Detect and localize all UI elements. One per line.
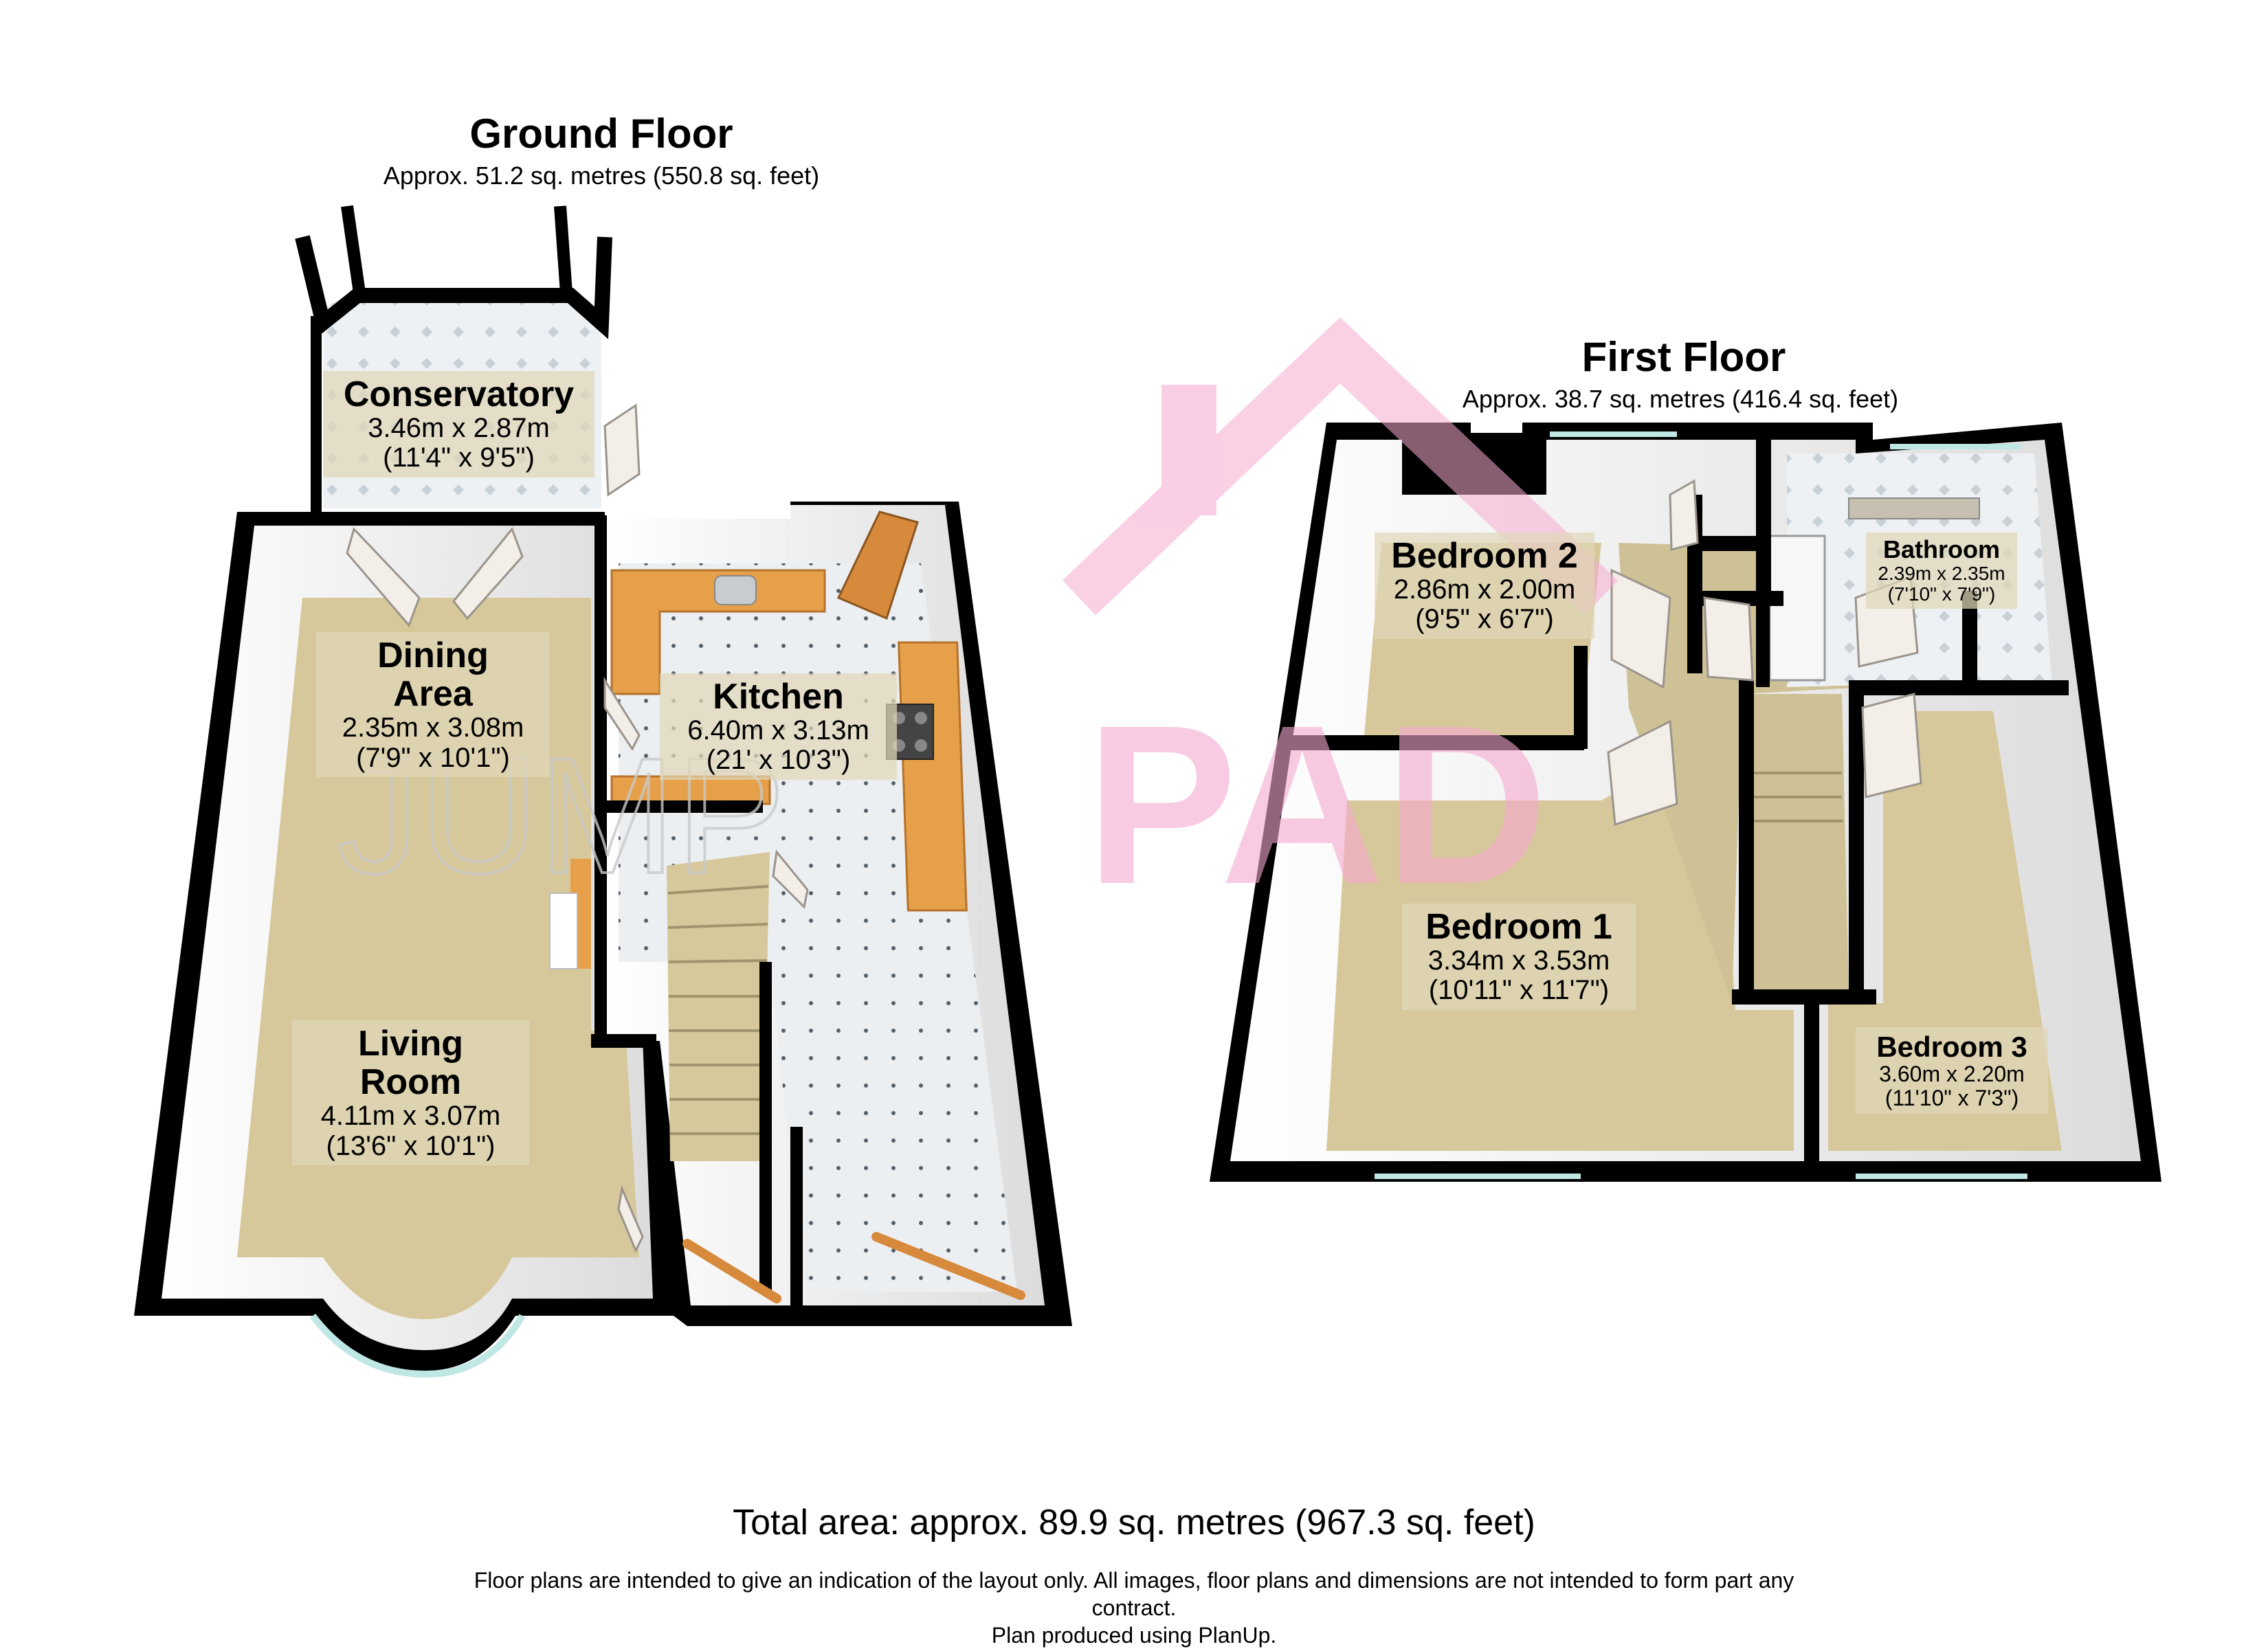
room-metric: 2.39m x 2.35m [1878,562,2005,584]
ground-floor-title: Ground Floor [469,111,733,157]
kitchen-door [603,676,641,751]
disclaimer-line: contract. [1091,1595,1177,1620]
room-label-bedroom3: Bedroom 3 3.60m x 2.20m (11'10" x 7'3") [1856,1027,2048,1114]
cupboard-door [1669,479,1699,551]
first-floor-area: Approx. 38.7 sq. metres (416.4 sq. feet) [1462,385,1899,413]
room-imperial: (11'10" x 7'3") [1885,1085,2019,1110]
room-label-bathroom: Bathroom 2.39m x 2.35m (7'10" x 7'9") [1866,532,2017,609]
room-metric: 6.40m x 3.13m [687,715,869,746]
first-floor-title: First Floor [1581,334,1786,380]
room-imperial: (7'9" x 10'1") [356,742,510,773]
room-name-line2: Area [393,674,473,715]
front-door-left [617,1185,644,1253]
room-name: Bedroom 1 [1425,907,1612,947]
room-imperial: (7'10" x 7'9") [1887,583,1996,605]
room-label-bedroom1: Bedroom 1 3.34m x 3.53m (10'11" x 11'7") [1402,904,1636,1010]
room-metric: 4.11m x 3.07m [320,1101,501,1132]
room-imperial: (11'4" x 9'5") [383,442,535,473]
bedroom3-door [1861,693,1922,798]
disclaimer: Floor plans are intended to give an indi… [412,1567,1856,1649]
room-label-bedroom2: Bedroom 2 2.86m x 2.00m (9'5" x 6'7") [1375,532,1594,639]
room-name: Dining [377,636,489,675]
ground-staircase [667,852,770,1161]
room-label-dining: Dining Area 2.35m x 3.08m (7'9" x 10'1") [316,632,550,777]
dining-door-left [346,527,421,627]
kitchen-back-door [836,511,919,620]
bath [1768,535,1826,682]
first-staircase [1746,694,1849,989]
room-imperial: (10'11" x 11'7") [1428,975,1610,1006]
total-area: Total area: approx. 89.9 sq. metres (967… [733,1503,1535,1543]
room-metric: 2.35m x 3.08m [342,713,524,743]
room-imperial: (13'6" x 10'1") [326,1130,496,1161]
watermark-right: PAD [1086,677,1548,931]
room-name: Bathroom [1883,535,2000,563]
room-label-conservatory: Conservatory 3.46m x 2.87m (11'4" x 9'5"… [323,371,594,478]
room-metric: 3.60m x 2.20m [1879,1062,2025,1087]
room-label-living: Living Room 4.11m x 3.07m (13'6" x 10'1"… [292,1020,529,1165]
room-name: Bedroom 3 [1876,1031,2027,1063]
watermark-logo [1062,317,1619,616]
bedroom2-door [1610,568,1671,689]
room-metric: 2.86m x 2.00m [1393,574,1576,605]
dining-door-right [452,527,524,620]
room-imperial: (9'5" x 6'7") [1415,604,1554,635]
room-name: Kitchen [713,677,844,717]
room-metric: 3.46m x 2.87m [368,413,550,444]
bay-window [310,1313,526,1378]
disclaimer-credit: Plan produced using PlanUp. [991,1623,1277,1648]
room-name: Conservatory [343,374,575,414]
disclaimer-line: Floor plans are intended to give an indi… [474,1568,1794,1593]
room-name: Living [357,1024,464,1064]
bedroom1-door [1607,719,1678,827]
conservatory-side-door [603,403,641,497]
sink [714,575,757,605]
kitchen-worktop-right [898,641,968,912]
room-imperial: (21' x 10'3") [706,745,851,776]
room-name: Bedroom 2 [1391,536,1578,576]
room-metric: 3.34m x 3.53m [1427,945,1610,976]
room-name-line2: Room [359,1062,462,1103]
room-label-kitchen: Kitchen 6.40m x 3.13m (21' x 10'3") [660,673,897,780]
vanity [1848,497,1980,519]
landing-door-a [1703,596,1754,682]
ground-floor-area: Approx. 51.2 sq. metres (550.8 sq. feet) [383,161,820,190]
conservatory-frame [295,235,612,339]
stair-door [772,849,809,910]
